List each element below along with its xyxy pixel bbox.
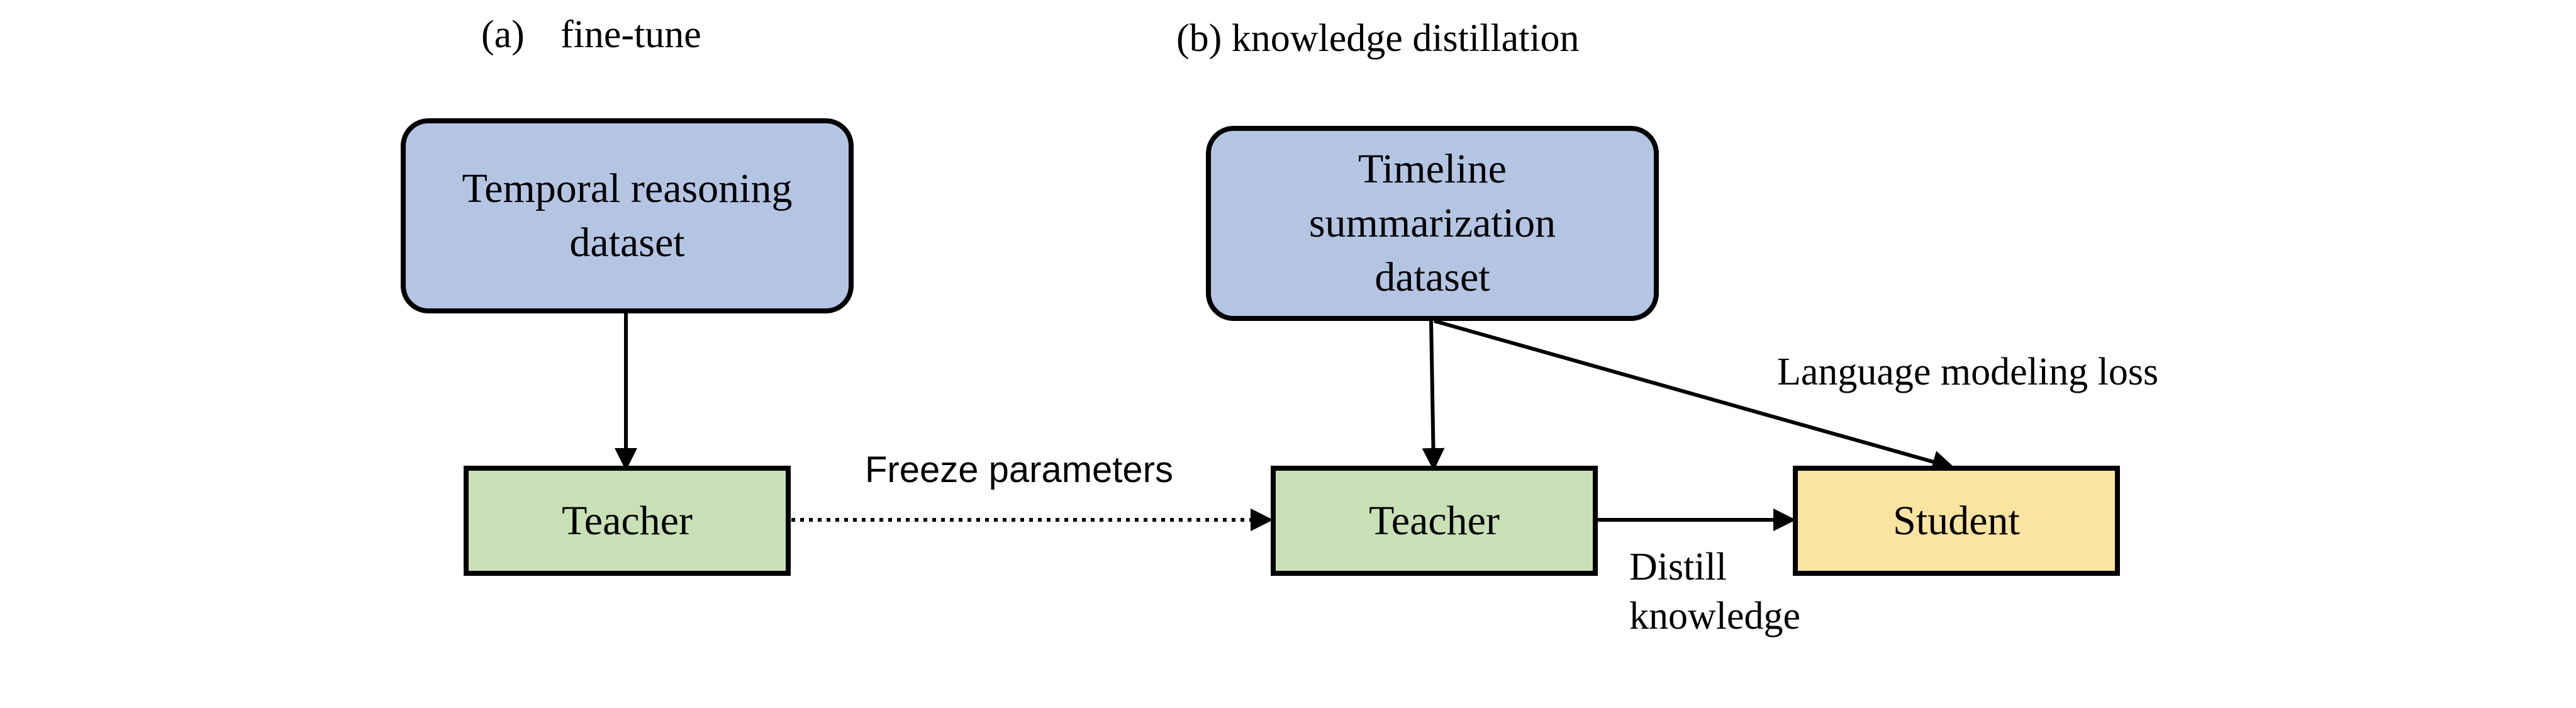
timeline-dataset-line-3: dataset xyxy=(1374,254,1490,300)
teacher-a-node: Teacher xyxy=(464,466,791,576)
panel-a-title: fine-tune xyxy=(560,13,701,56)
teacher-a-label: Teacher xyxy=(562,497,693,544)
timeline-dataset-line-2: summarization xyxy=(1308,200,1556,247)
temporal-dataset-line-2: dataset xyxy=(569,220,685,266)
teacher-b-node: Teacher xyxy=(1271,466,1598,576)
timeline-summarization-dataset-node: Timeline summarization dataset xyxy=(1206,126,1659,321)
temporal-dataset-line-1: Temporal reasoning xyxy=(462,166,793,212)
teacher-b-label: Teacher xyxy=(1369,497,1500,544)
arrow-language-modeling-loss xyxy=(1434,319,1955,473)
timeline-dataset-line-1: Timeline xyxy=(1358,146,1507,193)
language-modeling-loss-label: Language modeling loss xyxy=(1777,351,2159,393)
arrow-dataset-to-teacher-b xyxy=(1422,320,1445,471)
student-label: Student xyxy=(1893,497,2020,544)
distill-knowledge-label-line-2: knowledge xyxy=(1629,595,1801,638)
freeze-parameters-label: Freeze parameters xyxy=(865,449,1173,490)
panel-a-label: (a) xyxy=(481,13,525,56)
panel-b-title: (b) knowledge distillation xyxy=(1176,17,1580,60)
distill-knowledge-label-line-1: Distill xyxy=(1629,546,1727,588)
student-node: Student xyxy=(1793,466,2120,576)
temporal-reasoning-dataset-node: Temporal reasoning dataset xyxy=(401,118,854,313)
